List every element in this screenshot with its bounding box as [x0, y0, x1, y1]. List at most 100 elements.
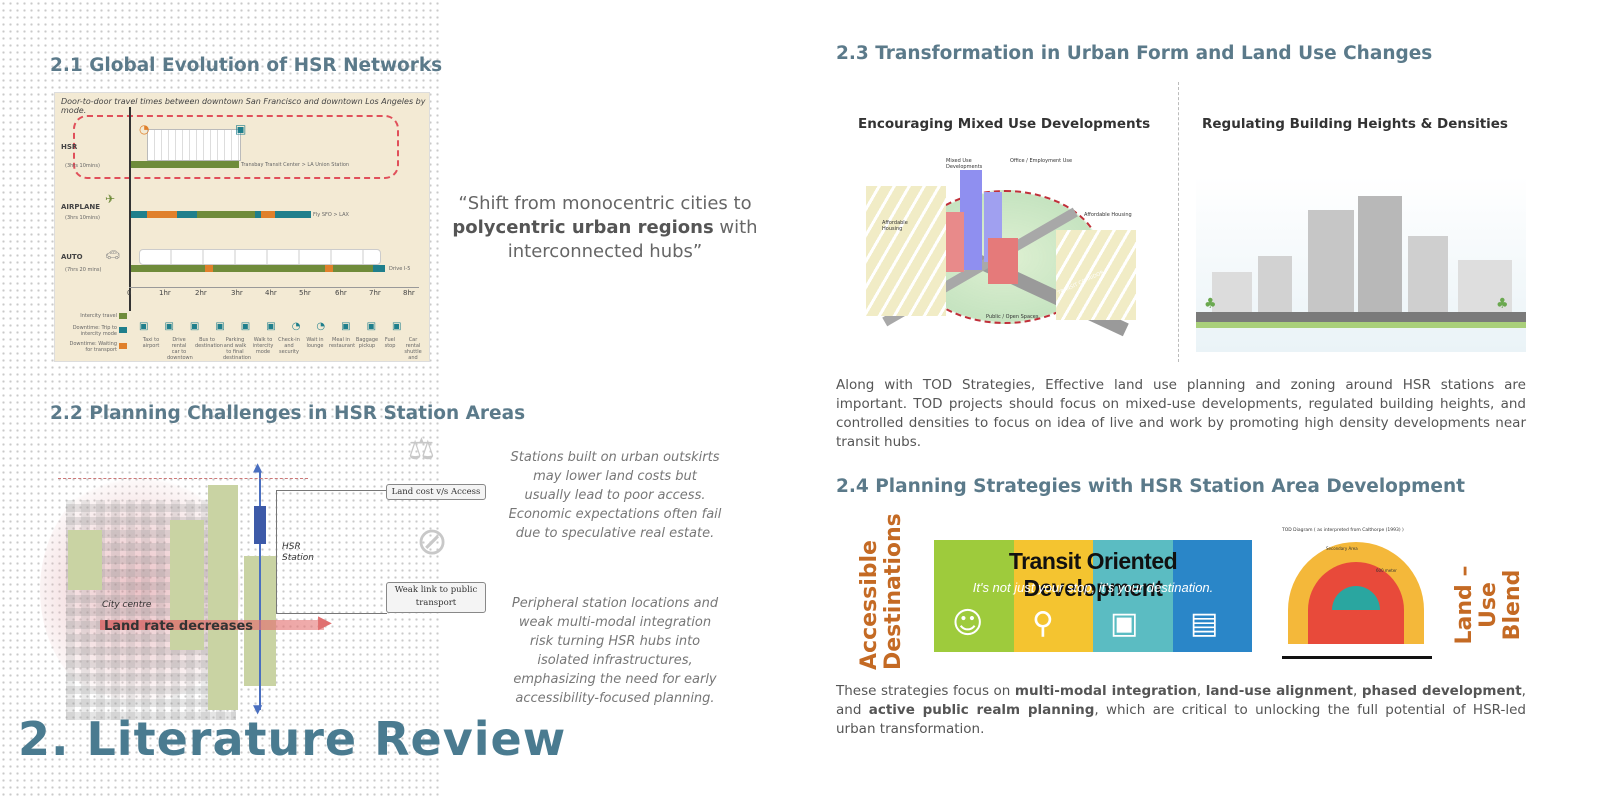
tick-6: 6hr: [335, 289, 347, 297]
mode-note-airplane: Fly SFO > LAX: [313, 212, 349, 218]
mode-time-auto: (7hrs 20 mins): [65, 267, 102, 273]
tick-2: 2hr: [195, 289, 207, 297]
tick-7: 7hr: [369, 289, 381, 297]
step-3: Parking and walk to final destination: [223, 337, 252, 361]
section-heading-2-1: 2.1 Global Evolution of HSR Networks: [50, 55, 443, 76]
step-2: Bus to destination: [195, 337, 224, 349]
tod-diagram-title: TOD Diagram ( as interpreted from Caltho…: [1282, 528, 1404, 533]
band-teal: [1093, 540, 1173, 652]
travel-chart-caption: Door-to-door travel times between downto…: [61, 97, 426, 115]
bus-icon: ▣: [235, 122, 247, 136]
label-mixed-use: Mixed Use Developments: [946, 158, 983, 170]
connector-lines: [276, 490, 387, 614]
building-low-right: [1458, 260, 1512, 312]
hsr-station-label: HSR Station: [282, 542, 314, 563]
land-rate-arrow: [100, 620, 324, 630]
arrow-down-icon: ▼: [253, 702, 263, 716]
land-cost-label: Land cost v/s Access: [386, 484, 486, 500]
bicycle-icon: ⚲: [1032, 606, 1054, 641]
road-icons: [139, 249, 381, 265]
label-public-spaces: Public / Open Spaces: [986, 314, 1039, 320]
label-secondary-area: Secondary Area: [1326, 546, 1358, 551]
challenges-text-1: Stations built on urban outskirts may lo…: [508, 450, 722, 541]
strategies-bold-1: multi-modal integration: [1014, 683, 1197, 699]
strategies-comma-2: ,: [1353, 683, 1362, 699]
band-blue: [1172, 540, 1252, 652]
airplane-seg-2: [197, 211, 255, 218]
building-low-left: [1212, 272, 1252, 312]
legend-intercity: Intercity travel: [80, 313, 117, 319]
building-mid-right: [1408, 236, 1448, 312]
legend-swatch-teal: [119, 327, 127, 333]
housing-right: [1056, 230, 1136, 320]
tod-color-bands: [934, 540, 1252, 652]
legend-trip: Downtime: Trip to intercity mode: [72, 325, 117, 337]
transit-line: [1282, 656, 1432, 659]
legend-waiting: Downtime: Waiting for transport: [69, 341, 117, 353]
tod-subtitle: It's not just your stop, it's your desti…: [972, 580, 1214, 595]
tree-icon-right: ♣: [1496, 296, 1509, 312]
building-mid-left: [1258, 256, 1292, 312]
office-tower: [960, 170, 982, 270]
step-10: Car rental shuttle and pickup: [404, 337, 422, 361]
tree-icon-left: ♣: [1204, 296, 1217, 312]
tick-0: 0: [127, 289, 132, 297]
hsr-bar: [131, 161, 239, 168]
label-600m: 600 meter: [1376, 568, 1397, 573]
building-heights-heading: Regulating Building Heights & Densities: [1202, 116, 1508, 132]
land-use-blend-label: Land – Use Blend: [1452, 565, 1525, 645]
strategies-comma-1: ,: [1196, 683, 1206, 699]
pedestrians-icon: ☺: [952, 606, 984, 641]
strategies-bold-4: active public realm planning: [868, 702, 1095, 718]
building-tallest: [1358, 196, 1402, 312]
mixed-block-2: [988, 238, 1018, 284]
tick-4: 4hr: [265, 289, 277, 297]
dashed-line-top: [58, 478, 308, 479]
tod-diagram: TOD Diagram ( as interpreted from Caltho…: [1282, 528, 1432, 662]
page-title: 2. Literature Review: [18, 712, 567, 766]
strategies-bold-3: phased development: [1361, 683, 1522, 699]
hsr-station-block: [254, 506, 266, 544]
arrow-up-icon: ▲: [253, 460, 263, 474]
mode-note-hsr: Transbay Transit Center > LA Union Stati…: [241, 162, 350, 168]
label-office: Office / Employment Use: [1010, 158, 1073, 164]
quote-end: with interconnected hubs”: [507, 217, 758, 262]
scale-icon: ⚖: [408, 432, 435, 467]
mode-label-airplane: AIRPLANE: [61, 203, 101, 211]
step-9: Fuel stop: [384, 337, 396, 349]
legend-swatch-orange: [119, 343, 127, 349]
airplane-seg-3: [261, 211, 275, 218]
mode-label-auto: AUTO: [61, 253, 83, 261]
hsr-line: [259, 470, 261, 710]
quote-open: “Shift from monocentric cities to: [458, 193, 752, 214]
step-4: Walk to intercity mode: [252, 337, 274, 355]
outer-base-right: [1404, 610, 1424, 644]
mixed-use-heading: Encouraging Mixed Use Developments: [858, 116, 1151, 132]
building-heights-diagram: ♣ ♣: [1196, 176, 1526, 352]
strategies-bold-2: land-use alignment: [1205, 683, 1353, 699]
clock-icon: ◔: [139, 122, 150, 136]
weak-link-label: Weak link to public transport: [386, 582, 486, 613]
mode-note-auto: Drive I-5: [389, 266, 411, 272]
housing-left: [866, 186, 946, 316]
tick-5: 5hr: [299, 289, 311, 297]
challenges-diagram: ▲ ▼ HSR Station City centre ▶ Land rate …: [40, 430, 500, 720]
step-6: Wait in lounge: [306, 337, 324, 349]
arrow-right-icon: ▶: [318, 612, 332, 633]
label-affordable-right: Affordable Housing: [1084, 212, 1132, 218]
travel-time-chart: Door-to-door travel times between downto…: [54, 92, 430, 362]
time-axis: [129, 287, 419, 288]
band-green: [934, 540, 1014, 652]
strategies-and: , and: [836, 683, 1526, 718]
auto-seg-3: [373, 265, 385, 272]
mixed-use-diagram: Mixed Use Developments Office / Employme…: [860, 150, 1150, 350]
step-1: Drive rental car to downtown: [167, 337, 193, 361]
auto-seg-1: [205, 265, 213, 272]
legend-swatch-green: [119, 313, 127, 319]
step-8: Baggage pickup: [355, 337, 379, 349]
band-yellow: [1013, 540, 1093, 652]
tick-8: 8hr: [403, 289, 415, 297]
step-0: Taxi to airport: [142, 337, 160, 349]
start-line: [129, 107, 131, 311]
mode-label-hsr: HSR: [61, 143, 78, 151]
